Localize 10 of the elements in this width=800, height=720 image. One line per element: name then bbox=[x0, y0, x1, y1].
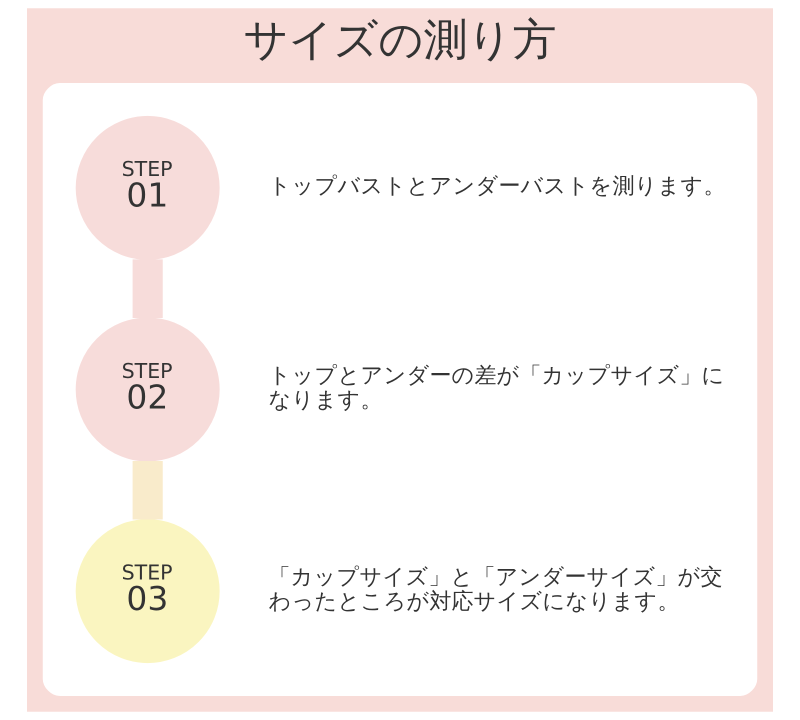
node-label: トップバストとアンダーバストを測ります。 bbox=[268, 174, 726, 200]
node-label: 「カップサイズ」と「アンダーサイズ」が交わったところが対応サイズになります。 bbox=[268, 564, 722, 615]
connector bbox=[132, 259, 163, 318]
cluster bbox=[42, 83, 758, 696]
connector bbox=[132, 460, 163, 520]
node-circle: STEP 03 bbox=[76, 519, 220, 664]
diagram-title: サイズの測り方 bbox=[244, 14, 556, 66]
node-circle: STEP 02 bbox=[76, 318, 220, 462]
node-label: トップとアンダーの差が「カップサイズ」になります。 bbox=[268, 363, 724, 414]
node-circle: STEP 01 bbox=[76, 116, 220, 260]
